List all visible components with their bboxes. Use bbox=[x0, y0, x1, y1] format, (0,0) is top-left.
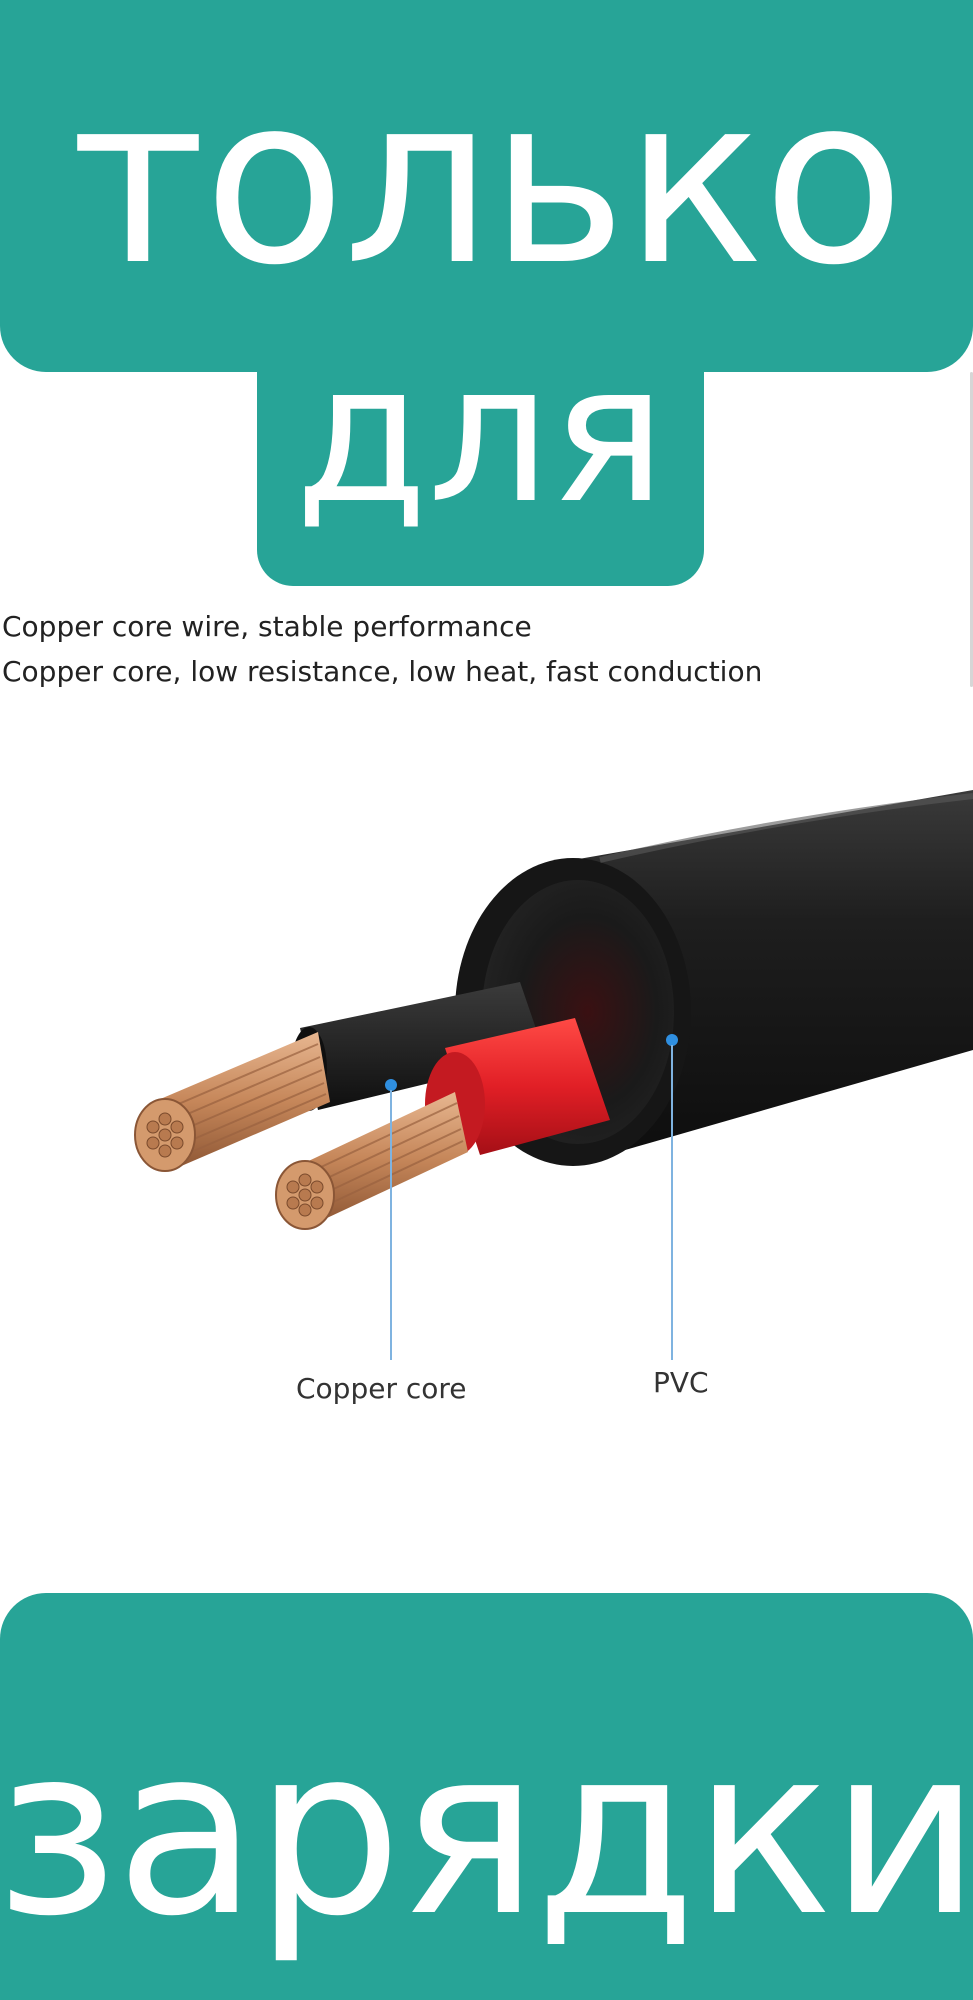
banner-top-text: только bbox=[70, 46, 904, 316]
black-wire bbox=[134, 982, 545, 1172]
pvc-label: PVC bbox=[653, 1366, 709, 1399]
description-line-2: Copper core, low resistance, low heat, f… bbox=[2, 655, 763, 688]
banner-bottom: зарядки bbox=[0, 1593, 973, 2000]
copper-core-label: Copper core bbox=[296, 1372, 467, 1405]
pvc-callout bbox=[666, 1034, 678, 1360]
black-wire-strand-ends bbox=[146, 1112, 184, 1158]
banner-middle-text: для bbox=[295, 340, 666, 546]
copper-core-callout bbox=[385, 1079, 397, 1360]
cable-illustration bbox=[134, 790, 973, 1360]
red-wire-strand-ends bbox=[286, 1173, 324, 1217]
red-wire bbox=[275, 1018, 610, 1230]
banner-middle: для bbox=[257, 340, 704, 586]
banner-top: только bbox=[0, 0, 973, 372]
page-edge-divider bbox=[970, 372, 973, 687]
description-line-1: Copper core wire, stable performance bbox=[2, 610, 532, 643]
banner-bottom-text: зарядки bbox=[0, 1696, 973, 1967]
